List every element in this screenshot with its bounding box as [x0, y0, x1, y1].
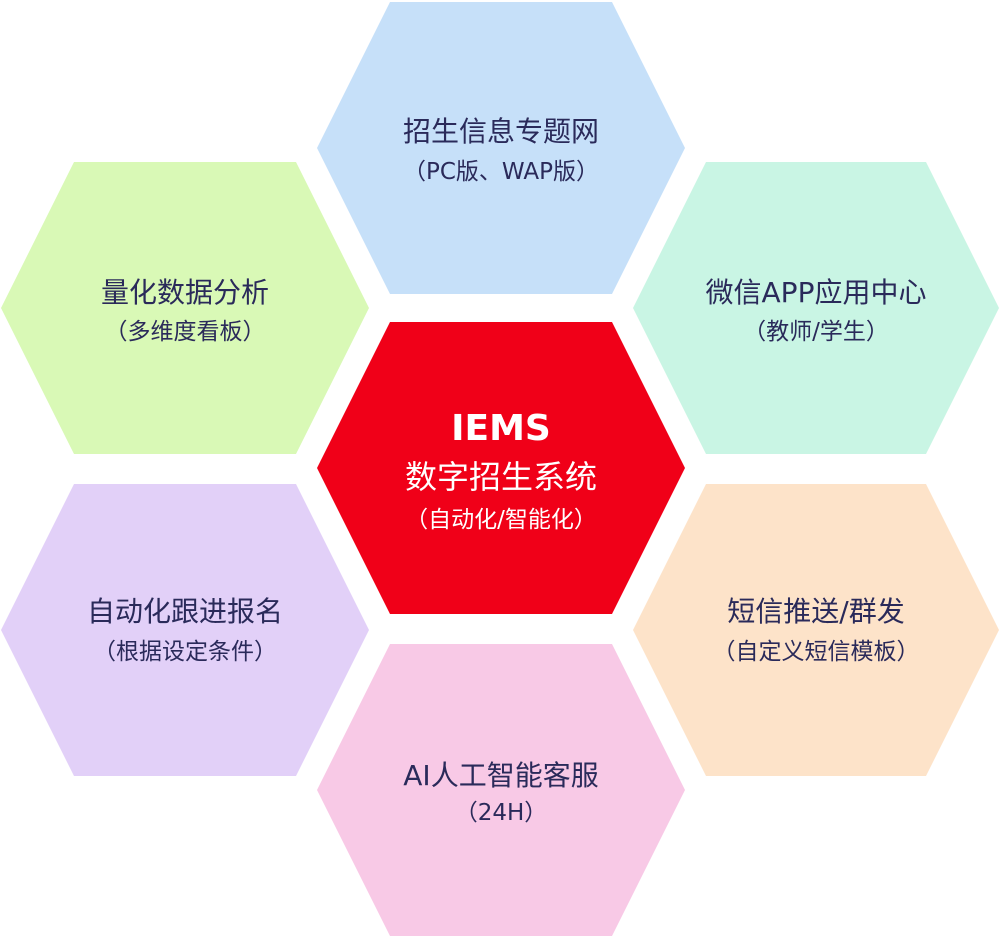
center-subtitle: （自动化/智能化） — [405, 507, 597, 533]
module-title-top-right: 微信APP应用中心 — [706, 276, 927, 309]
module-hexagon-bottom-left: 自动化跟进报名 （根据设定条件） — [1, 484, 369, 776]
module-hexagon-top-right-shape — [633, 162, 999, 454]
module-hexagon-top-shape — [317, 2, 685, 294]
module-hexagon-bottom: AI人工智能客服 （24H） — [317, 644, 685, 936]
module-hexagon-top: 招生信息专题网 （PC版、WAP版） — [317, 2, 685, 294]
module-hexagon-top-right: 微信APP应用中心 （教师/学生） — [633, 162, 999, 454]
center-brand: IEMS — [451, 408, 551, 449]
module-hexagon-bottom-right: 短信推送/群发 （自定义短信模板） — [633, 484, 999, 776]
module-hexagon-top-left: 量化数据分析 （多维度看板） — [1, 162, 369, 454]
module-subtitle-top: （PC版、WAP版） — [403, 159, 599, 185]
module-title-bottom-left: 自动化跟进报名 — [87, 595, 283, 628]
module-subtitle-bottom-right: （自定义短信模板） — [713, 639, 920, 665]
module-subtitle-bottom-left: （根据设定条件） — [93, 639, 277, 665]
center-title: 数字招生系统 — [405, 458, 597, 496]
module-subtitle-bottom: （24H） — [455, 800, 548, 826]
module-title-bottom: AI人工智能客服 — [403, 759, 598, 792]
module-hexagon-top-left-shape — [1, 162, 369, 454]
module-title-bottom-right: 短信推送/群发 — [727, 595, 904, 628]
module-hexagon-bottom-shape — [317, 644, 685, 936]
module-hexagon-bottom-right-shape — [633, 484, 999, 776]
center-hexagon: IEMS 数字招生系统 （自动化/智能化） — [317, 322, 685, 614]
module-subtitle-top-left: （多维度看板） — [105, 319, 266, 345]
module-title-top-left: 量化数据分析 — [101, 276, 269, 309]
module-subtitle-top-right: （教师/学生） — [743, 319, 889, 345]
module-hexagon-bottom-left-shape — [1, 484, 369, 776]
center-hexagon-shape — [317, 322, 685, 614]
module-title-top: 招生信息专题网 — [403, 115, 599, 148]
